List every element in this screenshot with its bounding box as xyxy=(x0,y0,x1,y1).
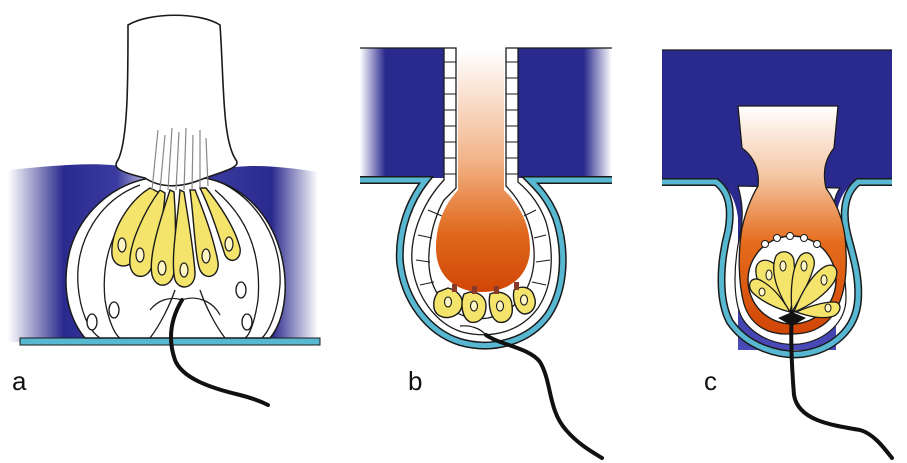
panel-a: a xyxy=(8,15,320,405)
panel-b-nerve xyxy=(486,335,602,458)
panel-a-label: a xyxy=(12,366,27,396)
panel-b-label: b xyxy=(408,366,422,396)
panel-c: c xyxy=(662,50,892,458)
panel-b: b xyxy=(360,48,612,458)
panel-c-label: c xyxy=(704,366,717,396)
panel-b-tissue-right xyxy=(518,48,612,178)
panel-b-tissue-left xyxy=(360,48,444,178)
panel-a-cupula xyxy=(116,15,237,186)
